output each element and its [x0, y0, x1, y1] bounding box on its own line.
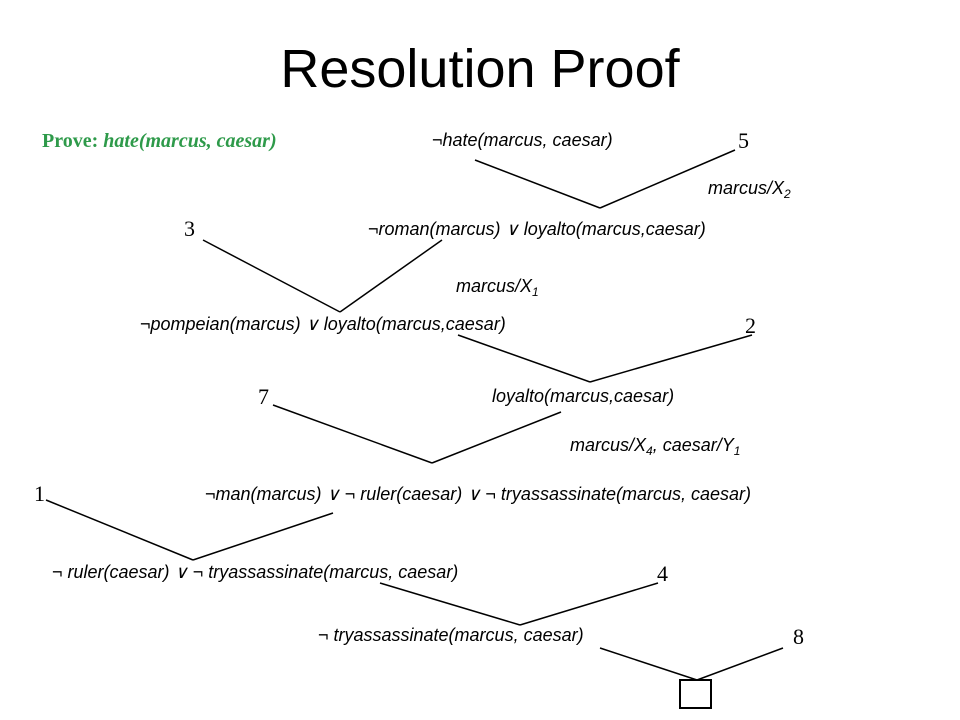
clause-tryassassinate: ¬ tryassassinate(marcus, caesar) [318, 625, 584, 645]
axiom-number-4: 4 [657, 561, 668, 586]
substitution-var: , caesar/Y [652, 435, 734, 455]
edge [45, 499, 194, 561]
prove-statement: Prove: hate(marcus, caesar) [42, 130, 277, 153]
neg-symbol: ¬ [368, 219, 379, 239]
prove-goal: hate(marcus, caesar) [103, 130, 277, 152]
substitution-var: marcus/X [456, 276, 533, 296]
clause-text: pompeian(marcus) ∨ loyalto(marcus,caesar… [150, 314, 506, 334]
edge [519, 582, 659, 626]
substitution-var: marcus/X [708, 178, 785, 198]
axiom-number-5: 5 [738, 128, 749, 153]
edge [431, 411, 562, 464]
substitution-3: marcus/X4, caesar/Y1 [570, 435, 740, 458]
axiom-number-7: 7 [258, 384, 269, 409]
neg-symbol: ¬ [432, 130, 443, 150]
neg-symbol: ¬ [205, 484, 216, 504]
edge [474, 159, 601, 209]
edge [589, 334, 753, 383]
slide-title: Resolution Proof [280, 39, 680, 99]
edge [202, 239, 341, 313]
edge [599, 149, 736, 209]
clause-text: roman(marcus) ∨ loyalto(marcus,caesar) [378, 219, 706, 239]
substitution-subscript: 4 [646, 444, 653, 458]
clause-text: man(marcus) ∨ ¬ ruler(caesar) ∨ ¬ tryass… [215, 484, 752, 504]
edge [339, 239, 443, 313]
edge [696, 647, 784, 681]
substitution-subscript: 2 [784, 187, 791, 201]
clause-negated-hate: ¬hate(marcus, caesar) [432, 130, 613, 151]
axiom-number-8: 8 [793, 624, 804, 649]
axiom-number-1: 1 [34, 481, 45, 506]
clause-ruler: ¬ ruler(caesar) ∨ ¬ tryassassinate(marcu… [52, 562, 459, 582]
edge [457, 334, 591, 383]
edge [272, 404, 433, 464]
substitution-subscript: 1 [733, 444, 741, 458]
clause-loyalto: loyalto(marcus,caesar) [492, 386, 675, 406]
edge [192, 512, 334, 561]
neg-symbol: ¬ [140, 314, 151, 334]
axiom-number-2: 2 [745, 313, 756, 338]
substitution-var: marcus/X [570, 435, 647, 455]
substitution-2: marcus/X1 [456, 276, 539, 299]
clause-man: ¬man(marcus) ∨ ¬ ruler(caesar) ∨ ¬ tryas… [205, 484, 751, 505]
axiom-number-3: 3 [184, 216, 195, 241]
clause-roman: ¬roman(marcus) ∨ loyalto(marcus,caesar) [368, 219, 706, 240]
prove-label: Prove: [42, 130, 99, 152]
clause-pompeian: ¬pompeian(marcus) ∨ loyalto(marcus,caesa… [140, 314, 506, 335]
edge [379, 582, 521, 626]
clause-text: hate(marcus, caesar) [442, 130, 613, 150]
edge [599, 647, 698, 681]
substitution-1: marcus/X2 [708, 178, 791, 201]
substitution-subscript: 1 [532, 285, 539, 299]
empty-clause-box [679, 679, 712, 709]
